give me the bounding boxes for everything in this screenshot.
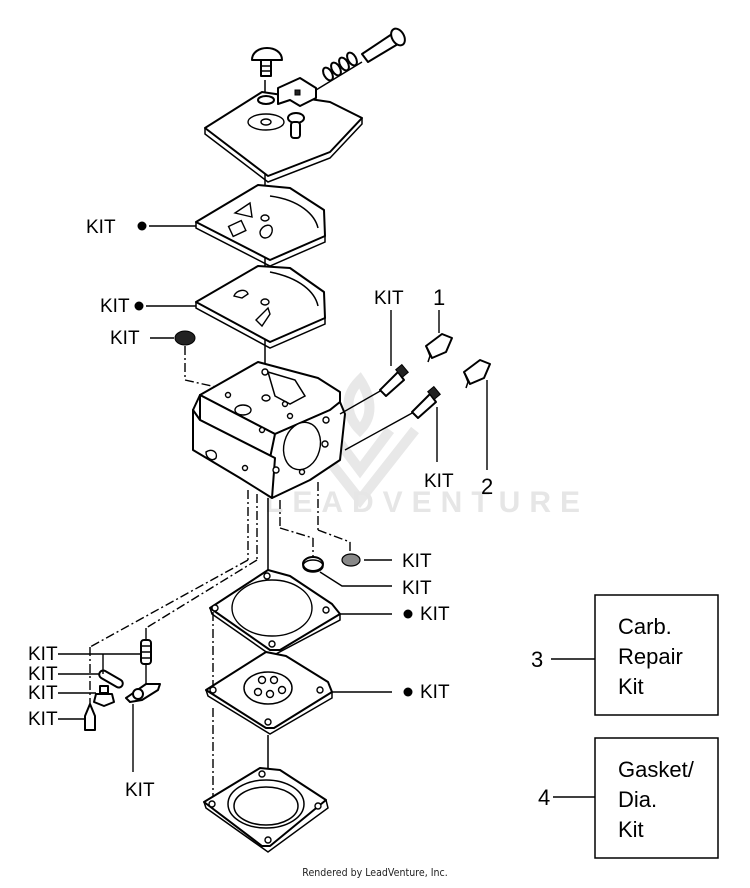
callout-plug: KIT [28,683,96,704]
callout-number: 2 [481,474,493,499]
top-gasket [195,184,326,267]
limiter-cap-1 [425,333,453,363]
callout-pump-diaphragm: KIT [332,682,450,703]
kit-box-carb-repair: 3 Carb. Repair Kit [531,594,719,716]
callout-pin: KIT [28,654,104,685]
callout-top-gasket: KIT [86,217,196,238]
kit-box-number: 4 [538,785,550,810]
top-cover-assembly [204,27,406,420]
callout-pump-gasket: KIT [340,604,450,625]
callout-2: 2 [481,380,493,499]
kit-label: KIT [28,664,58,685]
kit-label: KIT [28,709,58,730]
screen-lower [341,553,361,567]
kit-bullet-icon [403,687,413,697]
adjust-spring [322,51,358,82]
needle-upper [339,363,409,415]
kit-box-line: Dia. [618,787,657,812]
cover-plate [204,91,363,177]
carburetor-body [192,361,346,499]
assembly-lines [89,482,351,800]
kit-label: KIT [110,328,140,349]
kit-box-line: Kit [618,817,644,842]
kit-label: KIT [420,604,450,625]
kit-box-line: Gasket/ [618,757,695,782]
callout-screen-lower: KIT [364,551,432,572]
metering-diaphragm [195,265,326,349]
pump-cover [203,735,329,853]
callout-1: 1 [433,285,445,333]
callout-spring: KIT [28,644,141,665]
cover-screw [251,47,283,61]
kit-label: KIT [28,683,58,704]
callout-jet-lower: KIT [424,407,454,492]
inlet-screen [174,330,239,393]
kit-bullet-icon [137,221,147,231]
needle-lower [344,385,441,451]
callout-lever: KIT [125,780,155,801]
kit-box-number: 3 [531,647,543,672]
callout-jet-upper: KIT [374,288,404,366]
kit-box-gasket-dia: 4 Gasket/ Dia. Kit [538,737,719,859]
kit-box-line: Kit [618,674,644,699]
limiter-cap-2 [463,359,491,389]
callout-metering-diaphragm: KIT [100,296,196,317]
kit-label: KIT [420,682,450,703]
kit-label: KIT [402,578,432,599]
callout-number: 1 [433,285,445,310]
callout-needle: KIT [28,709,85,730]
plug [93,693,115,707]
seal-ring [302,556,324,573]
kit-label: KIT [100,296,130,317]
kit-label: KIT [424,471,454,492]
kit-box-line: Carb. [618,614,672,639]
kit-bullet-icon [403,609,413,619]
plug-top [99,685,109,694]
pump-diaphragm [205,651,333,735]
callout-inlet-screen: KIT [110,328,174,349]
kit-label: KIT [402,551,432,572]
callout-seal-ring: KIT [319,571,432,599]
needle [84,703,96,731]
kit-label: KIT [28,644,58,665]
kit-bullet-icon [134,301,144,311]
kit-label: KIT [125,780,155,801]
pump-gasket [209,569,341,657]
kit-label: KIT [86,217,116,238]
footer-credit: Rendered by LeadVenture, Inc. [302,866,448,879]
pin [98,669,124,689]
kit-label: KIT [374,288,404,309]
kit-box-line: Repair [618,644,683,669]
inlet-needle-parts [84,628,161,772]
